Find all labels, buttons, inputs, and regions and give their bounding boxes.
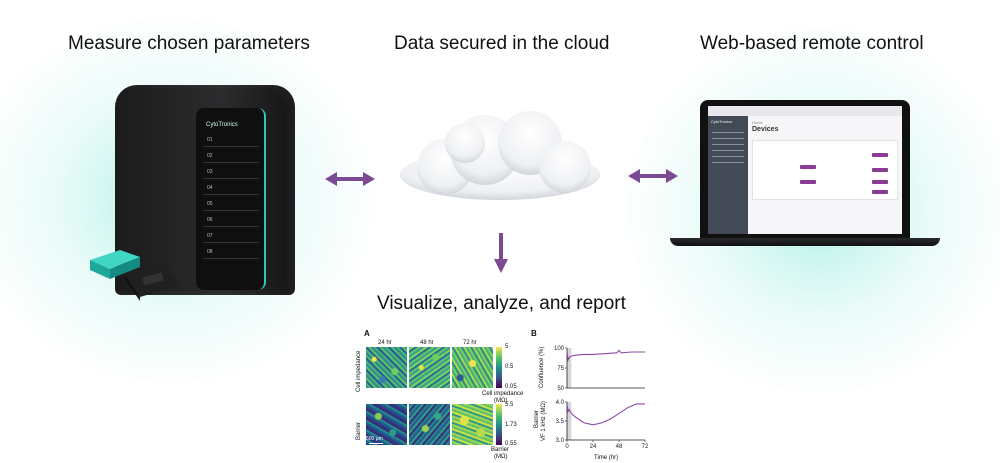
- heatmap-barrier-48hr: [409, 404, 450, 445]
- time-label-72: 72 hr: [463, 340, 477, 346]
- cbar-bar-unit: (MΩ): [494, 454, 508, 460]
- heatmap-impedance-72hr: [452, 347, 493, 388]
- cbar-imp-tick-low: 0.05: [505, 384, 517, 390]
- sidebar-item[interactable]: [712, 144, 744, 145]
- device-slot: 08: [203, 246, 259, 259]
- shaded-region: [567, 402, 572, 440]
- cbar-bar-tick-high: 5.5: [505, 402, 514, 408]
- cbar-imp-label: Cell impedance: [482, 391, 524, 397]
- time-xlabel: Time (hr): [594, 455, 619, 461]
- double-arrow-right: [628, 169, 678, 183]
- laptop-base: [670, 238, 940, 246]
- app-logo: CytoTronics: [711, 119, 733, 124]
- device-logo: CytoTronics: [206, 122, 238, 128]
- device-slot: 01: [203, 134, 259, 147]
- y-tick-label: 3.5: [556, 419, 565, 425]
- heading-visualize: Visualize, analyze, and report: [377, 293, 626, 314]
- device-action-button[interactable]: [872, 168, 888, 172]
- x-tick-label: 72: [642, 444, 649, 450]
- time-label-48: 48 hr: [420, 340, 434, 346]
- sidebar-item[interactable]: [712, 156, 744, 157]
- sidebar-item[interactable]: [712, 132, 744, 133]
- device-front-panel: [196, 108, 266, 290]
- heading-measure: Measure chosen parameters: [68, 33, 310, 54]
- device-action-button[interactable]: [872, 180, 888, 184]
- cbar-bar-label: Barrier: [491, 447, 510, 453]
- y-tick-label: 4.0: [556, 400, 565, 406]
- y-tick-label: 75: [557, 366, 564, 372]
- scale-bar: [369, 443, 383, 444]
- confluence-chart: 100 75 50: [554, 346, 645, 392]
- page-title: Devices: [752, 126, 779, 133]
- y-tick-label: 100: [554, 346, 565, 352]
- heatmap-barrier-72hr: [452, 404, 493, 445]
- time-label-24: 24 hr: [378, 340, 392, 346]
- y-tick-label: 3.0: [556, 438, 565, 444]
- sidebar-item[interactable]: [712, 162, 744, 163]
- heatmap-impedance-24hr: [366, 347, 407, 388]
- row-label-impedance: Cell impedance: [356, 350, 362, 392]
- cbar-bar-tick-mid: 1.73: [505, 422, 517, 428]
- device-slot: 07: [203, 230, 259, 243]
- double-arrow-left: [325, 172, 375, 186]
- x-tick-label: 24: [590, 444, 597, 450]
- device-slot: 02: [203, 150, 259, 163]
- heatmap-barrier-24hr: [366, 404, 407, 445]
- device-slot: 04: [203, 182, 259, 195]
- row-label-barrier: Barrier: [356, 421, 362, 440]
- x-tick-label: 0: [565, 444, 569, 450]
- colorbar-impedance: [496, 347, 502, 388]
- scale-bar-label: 500 µm: [366, 436, 383, 442]
- cartridge-image: [90, 250, 180, 301]
- device-action-button[interactable]: [800, 180, 816, 184]
- cbar-imp-tick-mid: 0.5: [505, 364, 514, 370]
- colorbar-barrier: [496, 404, 502, 445]
- down-arrow: [494, 233, 508, 273]
- sidebar-item[interactable]: [712, 150, 744, 151]
- y-tick-label: 50: [557, 386, 564, 392]
- barrier-chart: 4.0 3.5 3.00 24 48 72: [556, 400, 649, 450]
- x-tick-label: 48: [616, 444, 623, 450]
- barrier-ylabel: Barrier: [534, 409, 540, 428]
- shaded-region: [567, 348, 572, 388]
- device-slot: 03: [203, 166, 259, 179]
- browser-toolbar: [708, 106, 902, 116]
- cbar-bar-tick-low: 0.55: [505, 441, 517, 447]
- cbar-imp-unit: (MΩ): [494, 398, 508, 404]
- heading-remote: Web-based remote control: [700, 33, 924, 54]
- device-action-button[interactable]: [800, 165, 816, 169]
- device-slot: 06: [203, 214, 259, 227]
- app-sidebar: [708, 116, 748, 234]
- series-line: [566, 349, 645, 363]
- sidebar-item[interactable]: [712, 138, 744, 139]
- cbar-imp-tick-high: 5: [505, 344, 509, 350]
- device-slot: 05: [203, 198, 259, 211]
- panel-b-label: B: [531, 329, 537, 338]
- device-action-button[interactable]: [872, 153, 888, 157]
- breadcrumb[interactable]: Home: [752, 120, 763, 125]
- series-line: [566, 403, 645, 426]
- device-action-button[interactable]: [872, 190, 888, 194]
- panel-a-label: A: [364, 329, 370, 338]
- heatmap-impedance-48hr: [409, 347, 450, 388]
- heading-cloud: Data secured in the cloud: [394, 33, 610, 54]
- cloud-icon: [400, 111, 600, 200]
